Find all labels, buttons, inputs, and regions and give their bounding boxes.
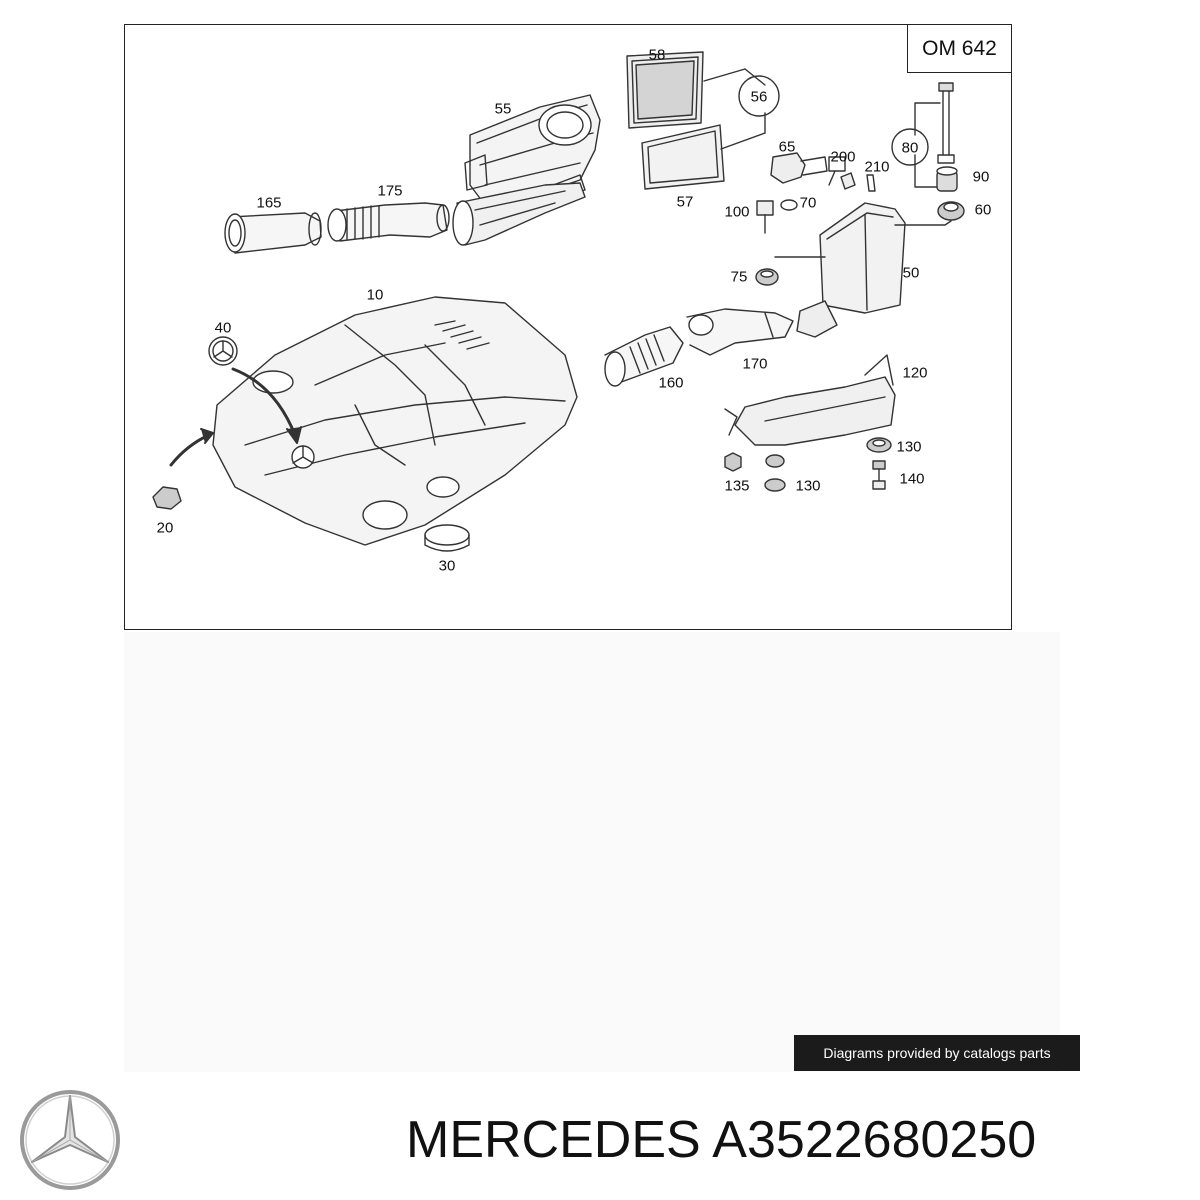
diagram-credit-banner: Diagrams provided by catalogs parts — [794, 1035, 1080, 1071]
part-label-100: 100 — [724, 203, 750, 221]
part-label-170: 170 — [742, 355, 768, 373]
intake-duct-170 — [686, 308, 794, 356]
intake-hose-165 — [224, 212, 322, 254]
part-label-160: 160 — [658, 374, 684, 392]
leader-lines-56 — [703, 68, 766, 150]
grommet-130-lower — [764, 454, 786, 492]
part-label-120: 120 — [902, 364, 928, 382]
filter-housing-50 — [774, 202, 952, 338]
part-label-135: 135 — [724, 477, 750, 495]
bolt-100 — [756, 199, 798, 234]
arrow-20-to-cover — [169, 428, 214, 467]
part-label-130-lower: 130 — [795, 477, 821, 495]
part-label-65: 65 — [778, 138, 796, 156]
rubber-mount-90 — [936, 166, 958, 192]
part-label-30: 30 — [438, 557, 456, 575]
part-label-58: 58 — [648, 46, 666, 64]
part-label-140: 140 — [899, 470, 925, 488]
arrow-40-to-cover — [231, 367, 302, 444]
product-title: MERCEDES A3522680250 — [406, 1108, 1036, 1172]
part-label-165: 165 — [256, 194, 282, 212]
part-label-175: 175 — [377, 182, 403, 200]
callout-circle-56 — [738, 75, 780, 117]
emblem-40 — [208, 336, 238, 366]
part-label-40: 40 — [214, 319, 232, 337]
part-label-130: 130 — [896, 438, 922, 456]
part-label-50: 50 — [902, 264, 920, 282]
air-filter-element-57 — [641, 124, 725, 190]
part-label-55: 55 — [494, 100, 512, 118]
part-label-200: 200 — [830, 148, 856, 166]
engine-cover-10 — [212, 296, 578, 546]
three-pointed-star-icon — [20, 1090, 120, 1190]
parts-diagram: OM 642 58 56 55 57 165 175 65 200 210 80… — [124, 24, 1012, 630]
engine-code-label: OM 642 — [907, 24, 1012, 73]
nut-20 — [152, 486, 182, 510]
grommet-130 — [866, 437, 892, 453]
part-label-57: 57 — [676, 193, 694, 211]
sealing-cap-30 — [424, 524, 470, 552]
heat-shield-120 — [724, 354, 896, 446]
nut-135 — [724, 452, 742, 472]
intake-hose-175 — [327, 202, 450, 242]
leader-lines-80 — [914, 102, 941, 188]
air-filter-element-58 — [626, 51, 704, 129]
part-label-60: 60 — [974, 201, 992, 219]
part-label-210: 210 — [864, 158, 890, 176]
callout-circle-80 — [891, 128, 929, 166]
sensor-assembly-65 — [770, 152, 876, 192]
air-filter-housing-55 — [464, 94, 601, 206]
part-label-90: 90 — [972, 168, 990, 186]
part-label-10: 10 — [366, 286, 384, 304]
grommet-75 — [755, 268, 779, 286]
brand-name: MERCEDES — [406, 1111, 701, 1169]
bolt-80 — [937, 82, 955, 164]
parts-illustration — [152, 51, 965, 552]
part-label-56: 56 — [750, 88, 768, 106]
intake-duct-55 — [452, 182, 586, 246]
part-label-70: 70 — [799, 194, 817, 212]
bolt-140 — [872, 460, 886, 490]
diagram-blank-area — [124, 632, 1060, 1072]
part-label-20: 20 — [156, 519, 174, 537]
part-number: A3522680250 — [712, 1111, 1037, 1169]
intake-hose-160 — [604, 326, 684, 387]
part-label-75: 75 — [730, 268, 748, 286]
rubber-mount-60 — [937, 201, 965, 221]
part-label-80: 80 — [901, 139, 919, 157]
